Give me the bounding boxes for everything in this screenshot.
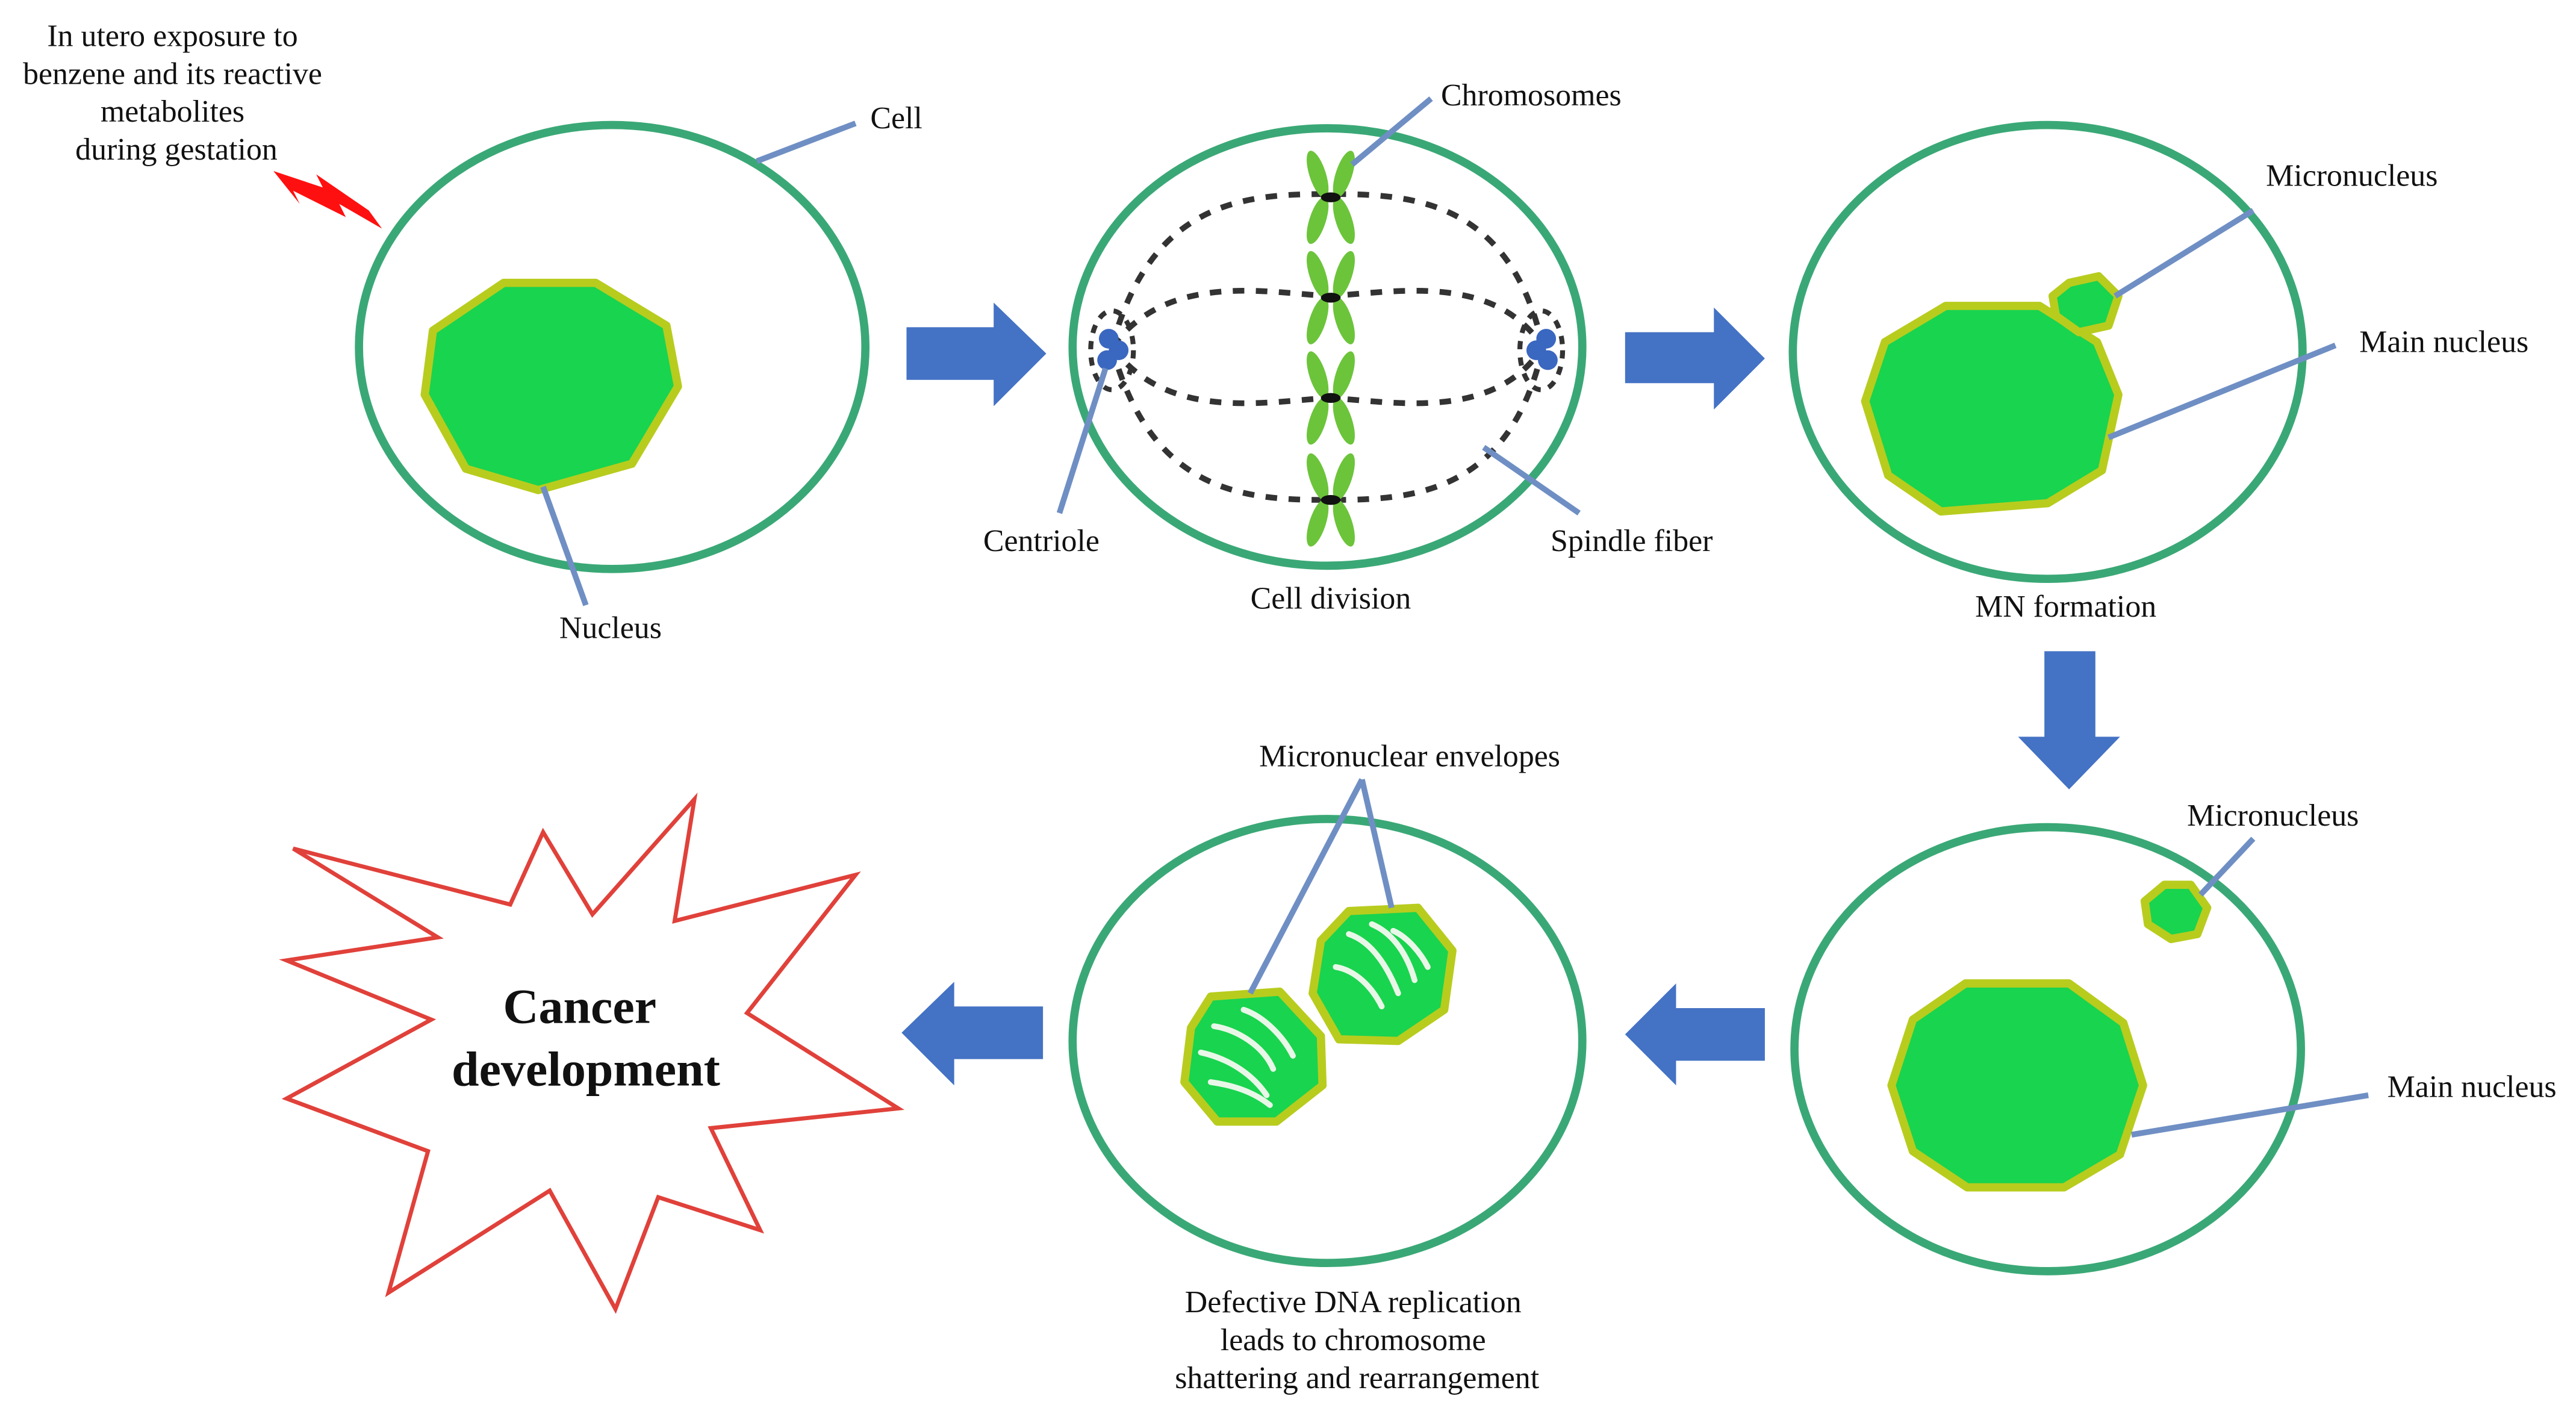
initial-cell bbox=[355, 120, 870, 573]
nucleus bbox=[420, 278, 682, 494]
defective-replication-cell bbox=[1068, 815, 1587, 1268]
chromosome bbox=[1307, 151, 1355, 245]
mn-formation-cell bbox=[1788, 120, 2307, 584]
flow-arrow-icon bbox=[1625, 983, 1765, 1086]
centriole-right bbox=[1526, 329, 1558, 370]
dividing-cell bbox=[1068, 124, 1587, 570]
lightning-bolt-icon bbox=[273, 171, 382, 229]
micronucleus-label-top: Micronucleus bbox=[2266, 159, 2438, 193]
main-nucleus bbox=[1887, 979, 2147, 1192]
centriole-left bbox=[1097, 329, 1129, 370]
flow-arrow-icon bbox=[906, 302, 1047, 406]
chromosomes-label: Chromosomes bbox=[1441, 78, 1622, 113]
separated-micronucleus-cell bbox=[1790, 823, 2305, 1276]
micronuclear-envelope bbox=[1308, 903, 1457, 1045]
chromosome bbox=[1307, 251, 1355, 344]
micronucleus bbox=[2048, 272, 2123, 337]
spindle-fiber-label: Spindle fiber bbox=[1551, 524, 1713, 558]
cell-division-caption: Cell division bbox=[1251, 581, 1411, 615]
main-nucleus bbox=[1861, 302, 2123, 516]
micronucleus bbox=[2140, 880, 2212, 944]
defective-dna-caption: Defective DNA replication leads to chrom… bbox=[1175, 1285, 1540, 1395]
chromosome bbox=[1307, 453, 1355, 547]
chromosome bbox=[1307, 351, 1355, 445]
main-nucleus-label-top: Main nucleus bbox=[2359, 325, 2528, 359]
cancer-development-label: Cancer development bbox=[452, 979, 720, 1097]
main-nucleus-label-bottom: Main nucleus bbox=[2388, 1070, 2557, 1104]
micronucleus-label-bottom: Micronucleus bbox=[2187, 799, 2359, 833]
flow-arrow-icon bbox=[1625, 307, 1765, 410]
starburst-icon bbox=[279, 793, 904, 1314]
centriole-label: Centriole bbox=[983, 524, 1100, 558]
mn-formation-caption: MN formation bbox=[1975, 590, 2156, 624]
exposure-label: In utero exposure to benzene and its rea… bbox=[23, 19, 330, 166]
nucleus-label: Nucleus bbox=[559, 611, 662, 646]
flow-arrow-icon bbox=[2018, 651, 2120, 790]
cell-label: Cell bbox=[870, 101, 922, 135]
micronuclear-envelopes-label: Micronuclear envelopes bbox=[1259, 740, 1560, 774]
flow-arrow-icon bbox=[901, 982, 1044, 1086]
